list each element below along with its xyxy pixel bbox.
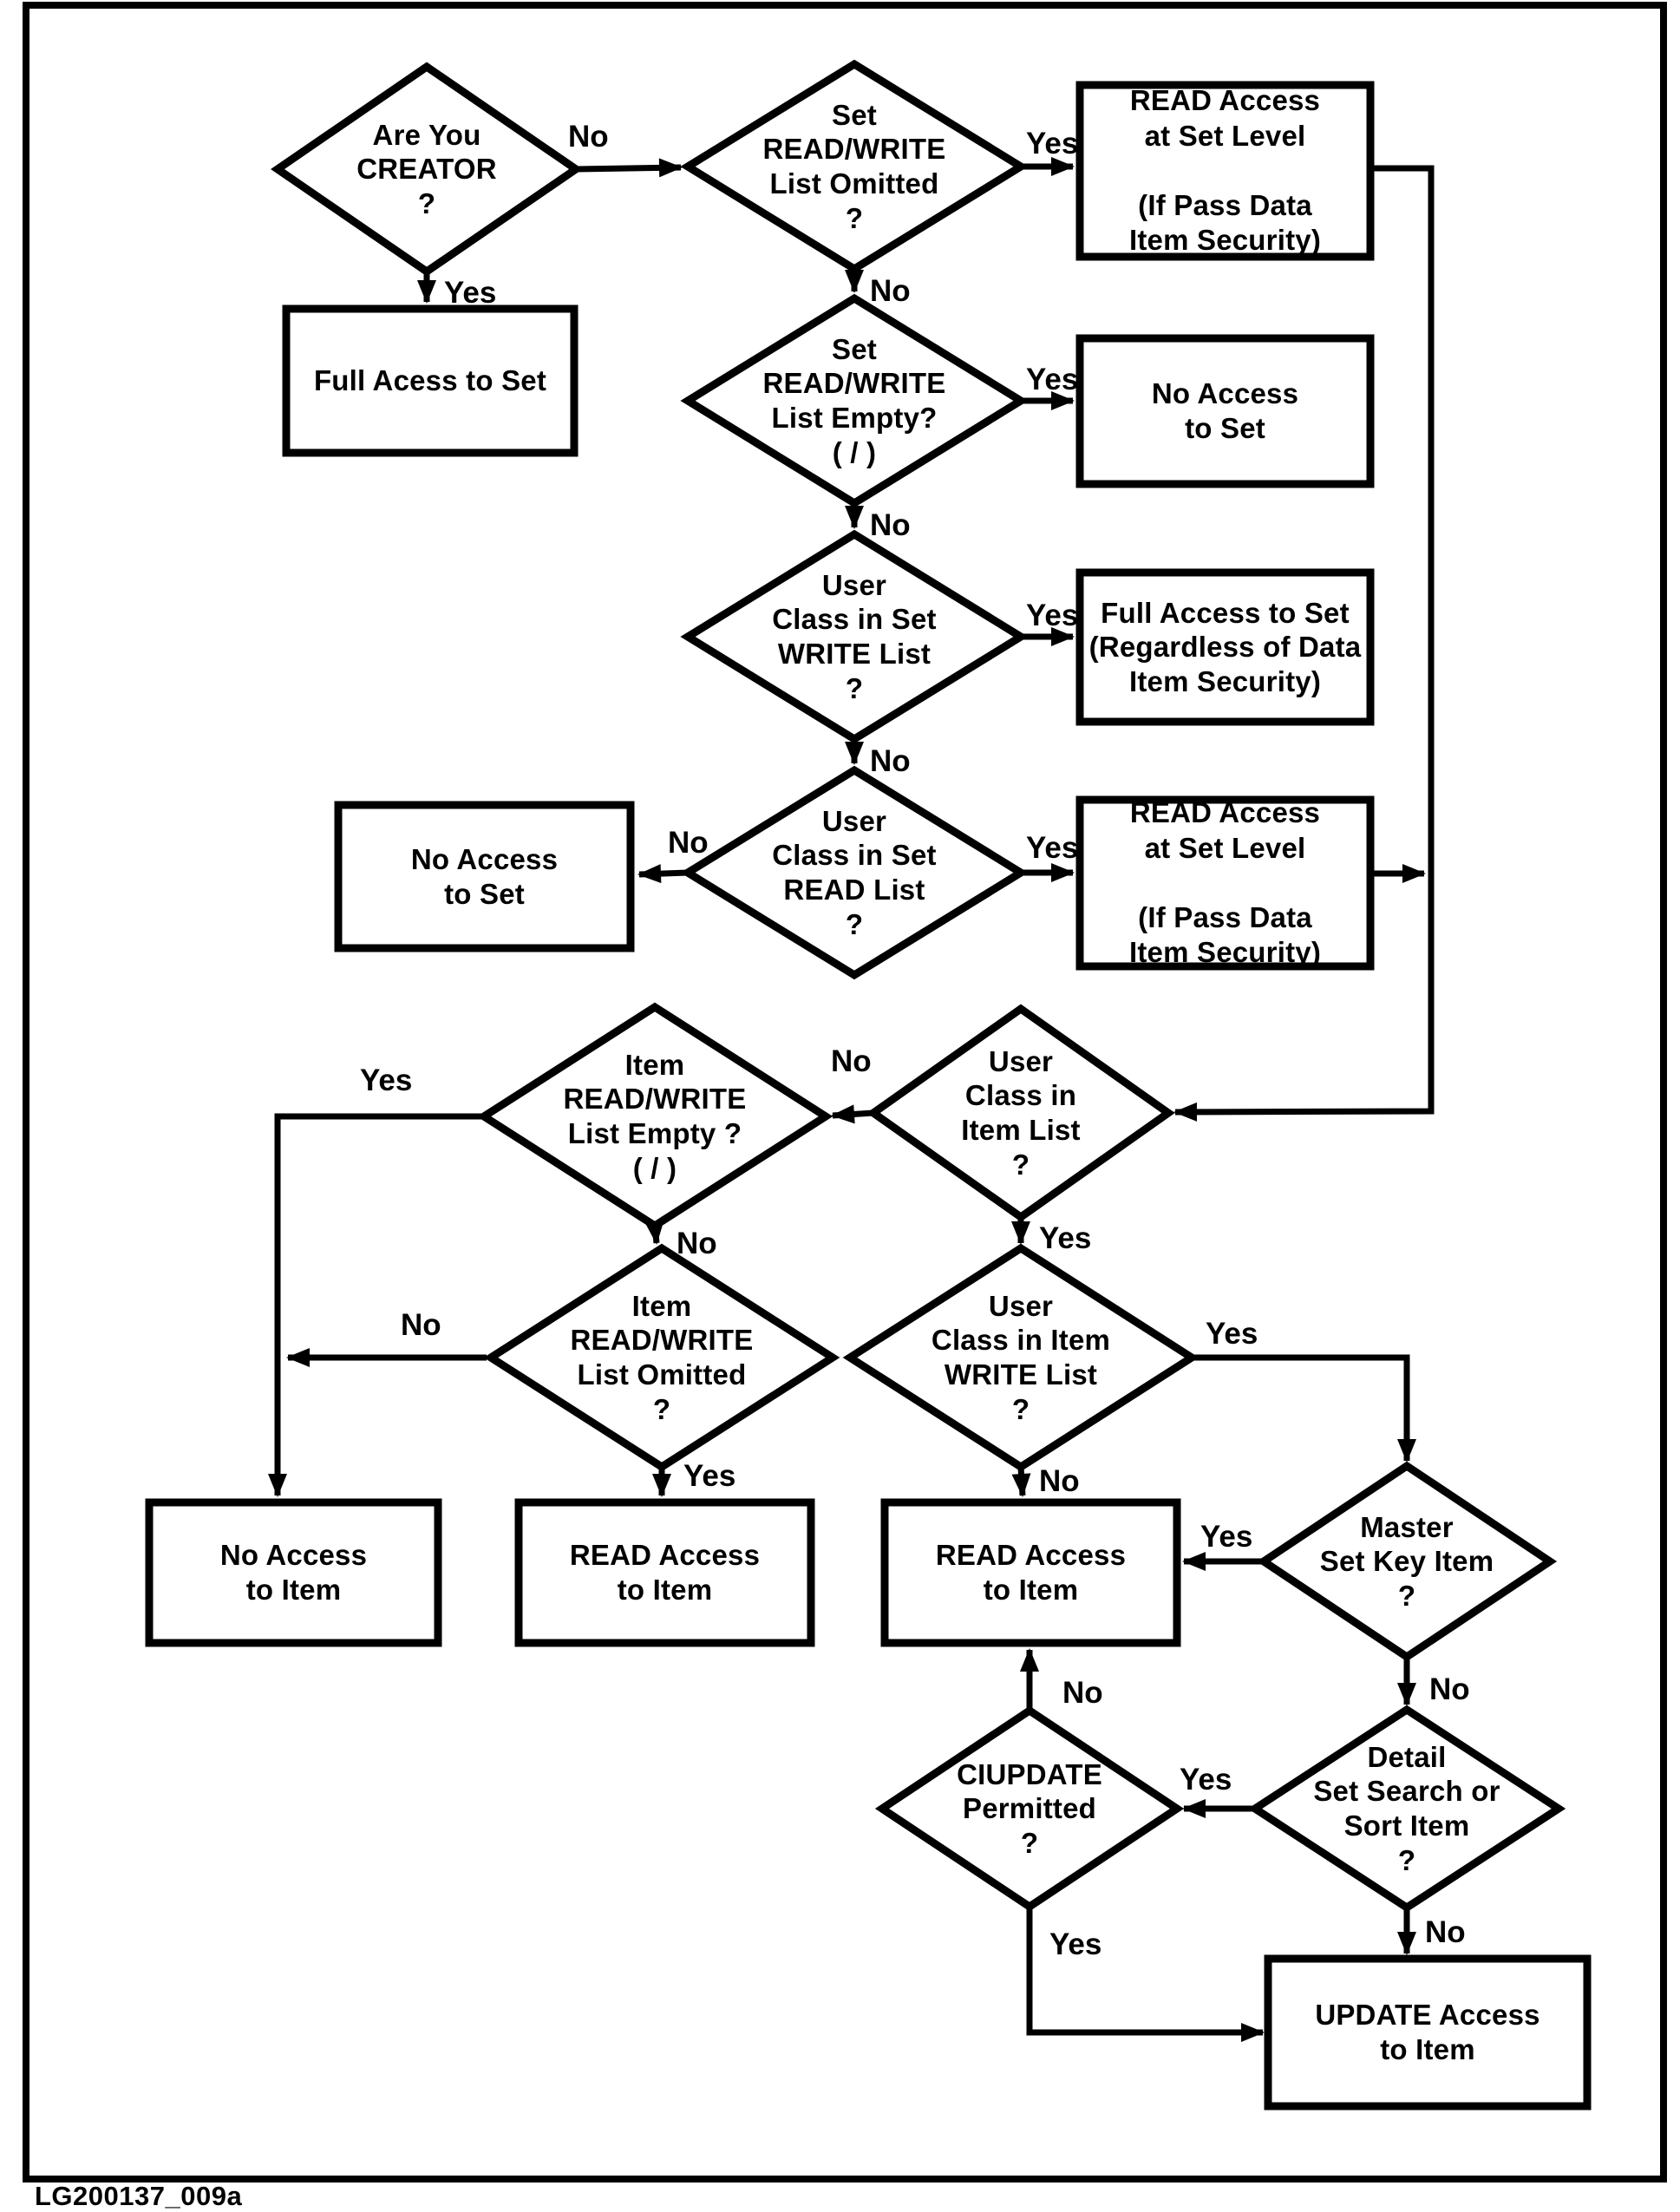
edges-group bbox=[268, 157, 1435, 2042]
result-read-access-set-bottom-shape bbox=[1075, 795, 1375, 971]
decision-user-class-item-list-shape bbox=[866, 1004, 1175, 1222]
result-no-access-set-left-shape bbox=[334, 801, 635, 952]
decision-ciupdate-permitted-shape bbox=[874, 1705, 1185, 1912]
result-update-access-item-shape bbox=[1264, 1954, 1592, 2111]
diamonds-group bbox=[271, 59, 1566, 1913]
decision-set-rw-omitted-shape bbox=[680, 59, 1029, 274]
result-read-access-item-center-shape bbox=[514, 1498, 815, 1647]
result-read-access-set-top-shape bbox=[1075, 81, 1375, 261]
edge-item-write-no-line bbox=[1011, 1466, 1031, 1497]
edge-right-rail-line bbox=[1173, 165, 1435, 1122]
decision-set-rw-empty-shape bbox=[680, 293, 1029, 508]
edge-item-write-yes-line bbox=[1192, 1354, 1416, 1463]
result-full-acess-to-set-shape bbox=[282, 304, 579, 457]
decision-item-rw-omitted-shape bbox=[483, 1243, 840, 1472]
decision-master-set-key-shape bbox=[1256, 1461, 1558, 1662]
boxes-group bbox=[145, 81, 1592, 2111]
result-no-access-set-right-shape bbox=[1075, 334, 1375, 488]
edge-item-list-no-line bbox=[831, 1104, 874, 1124]
decision-user-class-item-write-shape bbox=[842, 1243, 1200, 1472]
decision-item-rw-empty-shape bbox=[476, 1002, 833, 1231]
edge-ciupdate-yes-line bbox=[1026, 1907, 1265, 2042]
figure-id-label: LG200137_009a bbox=[35, 2181, 243, 2211]
decision-detail-set-search-shape bbox=[1247, 1705, 1566, 1913]
edge-creator-no-line bbox=[575, 158, 683, 178]
decision-user-class-set-write-shape bbox=[680, 529, 1029, 744]
decision-are-you-creator-shape bbox=[271, 62, 583, 277]
edge-set-read-no-line bbox=[637, 864, 689, 884]
edge-item-empty-yes-line bbox=[268, 1113, 484, 1497]
result-no-access-item-shape bbox=[145, 1498, 442, 1647]
result-read-access-item-right-shape bbox=[880, 1498, 1181, 1647]
page-border bbox=[23, 2, 1667, 2183]
decision-user-class-set-read-shape bbox=[680, 765, 1029, 980]
result-full-access-set-shape bbox=[1075, 568, 1375, 726]
